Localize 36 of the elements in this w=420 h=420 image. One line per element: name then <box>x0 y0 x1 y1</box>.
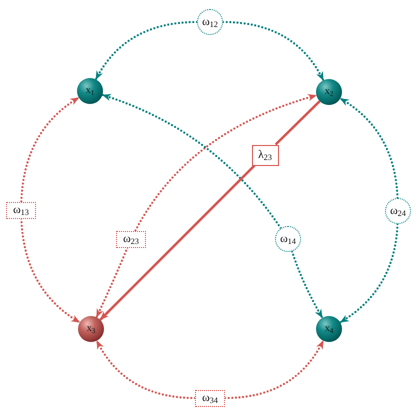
weight-label: ω$_{12}$ <box>202 16 218 28</box>
arrow <box>339 97 399 200</box>
node-label: x$_{2}$ <box>324 86 334 98</box>
arrow <box>20 217 81 324</box>
weight-label: λ$_{23}$ <box>258 148 272 162</box>
node-label: x$_{1}$ <box>86 86 94 96</box>
arrow <box>101 94 282 230</box>
arrow <box>339 222 399 324</box>
label-box <box>252 144 278 166</box>
sphere-node <box>78 316 104 342</box>
arrow <box>224 340 324 400</box>
arrow <box>99 164 256 321</box>
arrow <box>290 250 324 319</box>
arrow <box>20 96 80 203</box>
weight-label: ω$_{13}$ <box>13 204 29 216</box>
arrow <box>94 20 198 80</box>
dotted-circle <box>197 9 223 35</box>
dotted-box <box>195 390 225 406</box>
arrow <box>222 20 324 82</box>
dotted-circle <box>275 226 301 252</box>
arrow <box>95 246 129 318</box>
weight-label: ω$_{23}$ <box>123 232 139 246</box>
weight-label: ω$_{14}$ <box>280 232 296 246</box>
arrow <box>134 94 318 232</box>
dotted-circle <box>385 198 411 224</box>
weight-label: ω$_{24}$ <box>390 204 406 218</box>
weight-label: ω$_{34}$ <box>202 392 218 404</box>
sphere-node <box>316 79 342 105</box>
arrow <box>96 340 196 400</box>
node-label: x$_{4}$ <box>324 324 334 334</box>
sphere-node <box>316 316 342 342</box>
dotted-box <box>116 230 146 248</box>
connector-line <box>274 100 321 146</box>
dotted-box <box>6 202 36 218</box>
sphere-node <box>77 78 103 104</box>
node-label: x$_{3}$ <box>86 324 96 334</box>
